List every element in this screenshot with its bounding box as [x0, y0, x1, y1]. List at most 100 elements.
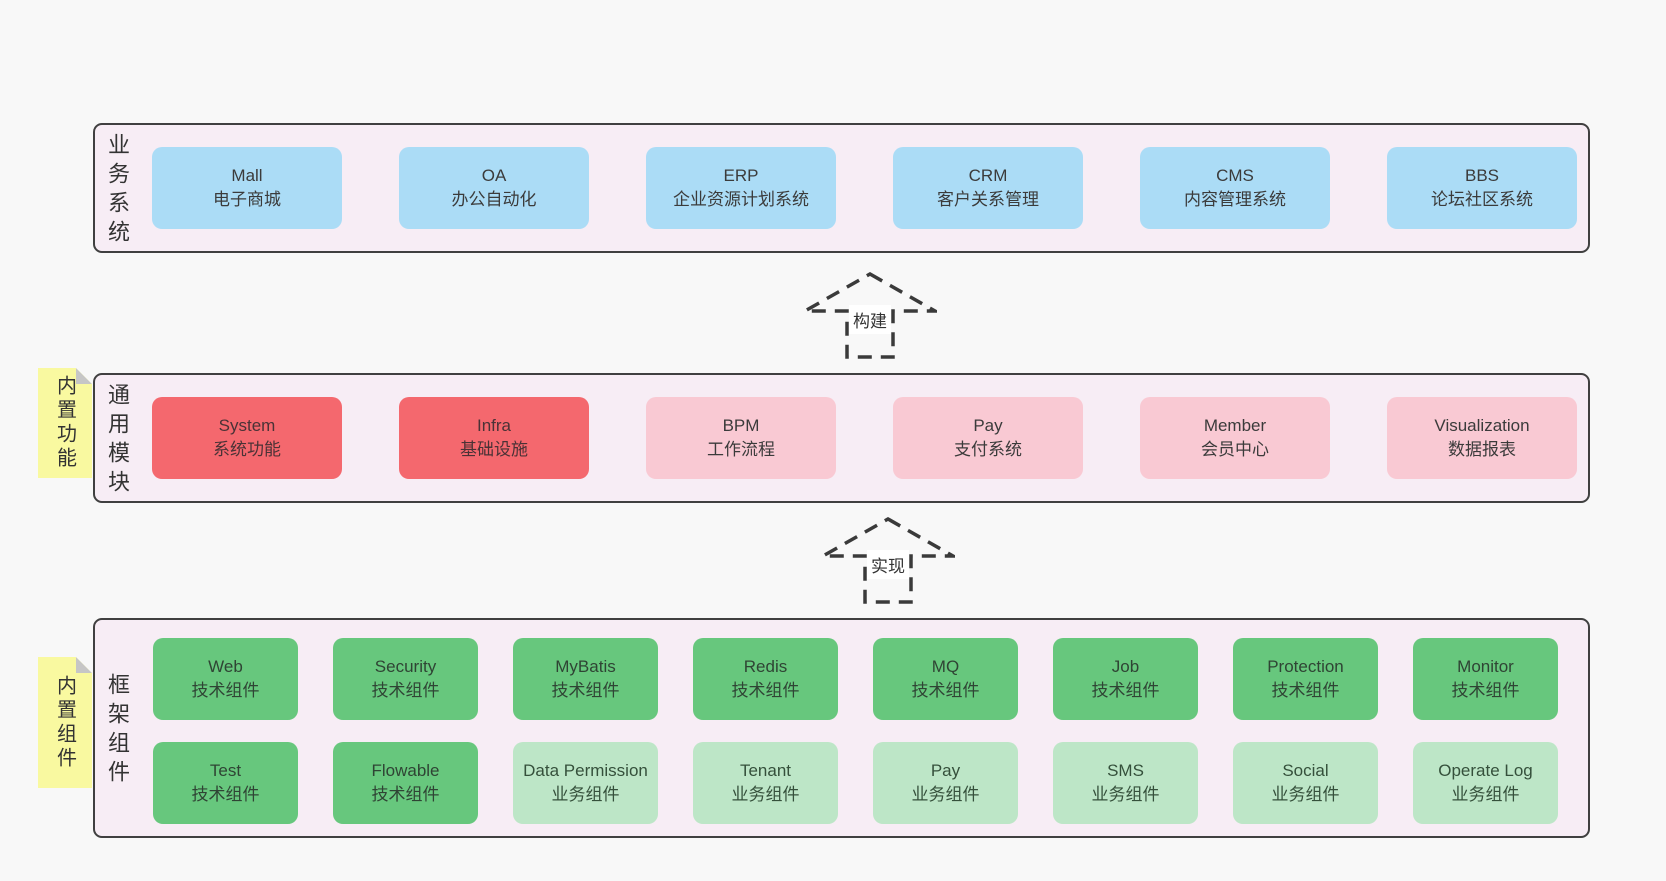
box-desc: 技术组件 — [551, 681, 620, 700]
box-operate-log: Operate Log 业务组件 — [1413, 742, 1558, 824]
box-desc: 技术组件 — [191, 681, 260, 700]
folded-corner-icon — [76, 368, 92, 384]
box-mall: Mall 电子商城 — [152, 147, 342, 229]
box-name: Social — [1282, 761, 1329, 781]
box-data-permission: Data Permission 业务组件 — [513, 742, 658, 824]
box-name: Test — [209, 761, 242, 781]
box-name: Mall — [231, 166, 263, 186]
box-job: Job 技术组件 — [1053, 638, 1198, 720]
box-name: Protection — [1267, 657, 1344, 677]
arrow-implement: 实现 — [821, 517, 955, 604]
folded-corner-icon — [76, 657, 92, 673]
box-crm: CRM 客户关系管理 — [893, 147, 1083, 229]
box-pay-biz: Pay 业务组件 — [873, 742, 1018, 824]
box-protection: Protection 技术组件 — [1233, 638, 1378, 720]
box-name: OA — [481, 166, 507, 186]
sticky-note-built-in-features: 内置功能 — [38, 368, 92, 478]
box-name: Operate Log — [1438, 761, 1533, 781]
box-sms: SMS 业务组件 — [1053, 742, 1198, 824]
layer-business-systems-label: 业务系统 — [105, 133, 130, 249]
arrow-implement-label: 实现 — [867, 550, 909, 579]
box-desc: 技术组件 — [1271, 681, 1340, 700]
box-desc: 工作流程 — [707, 440, 775, 459]
box-member: Member 会员中心 — [1140, 397, 1330, 479]
layer-common-modules — [93, 373, 1590, 503]
box-desc: 系统功能 — [213, 440, 281, 459]
box-name: BPM — [722, 416, 760, 436]
box-name: Visualization — [1434, 416, 1530, 436]
box-desc: 数据报表 — [1448, 440, 1516, 459]
box-desc: 办公自动化 — [451, 190, 537, 209]
box-name: CMS — [1216, 166, 1254, 186]
box-desc: 内容管理系统 — [1184, 190, 1286, 209]
sticky-note-text: 内置功能 — [53, 375, 76, 471]
box-desc: 支付系统 — [954, 440, 1022, 459]
box-desc: 业务组件 — [911, 785, 980, 804]
box-desc: 业务组件 — [1091, 785, 1160, 804]
box-flowable: Flowable 技术组件 — [333, 742, 478, 824]
layer-framework-components-label: 框架组件 — [105, 673, 130, 789]
box-name: Web — [208, 657, 243, 677]
box-tenant: Tenant 业务组件 — [693, 742, 838, 824]
box-desc: 业务组件 — [1451, 785, 1520, 804]
box-desc: 技术组件 — [731, 681, 800, 700]
box-name: Flowable — [371, 761, 440, 781]
box-monitor: Monitor 技术组件 — [1413, 638, 1558, 720]
box-bbs: BBS 论坛社区系统 — [1387, 147, 1577, 229]
box-oa: OA 办公自动化 — [399, 147, 589, 229]
box-name: Job — [1111, 657, 1140, 677]
box-desc: 技术组件 — [1091, 681, 1160, 700]
box-name: Data Permission — [523, 761, 648, 781]
sticky-note-text: 内置组件 — [53, 674, 76, 771]
box-name: MQ — [931, 657, 960, 677]
box-desc: 电子商城 — [213, 190, 281, 209]
box-desc: 会员中心 — [1201, 440, 1269, 459]
box-pay: Pay 支付系统 — [893, 397, 1083, 479]
sticky-note-built-in-components: 内置组件 — [38, 657, 92, 788]
box-name: Infra — [476, 416, 512, 436]
box-desc: 基础设施 — [460, 440, 528, 459]
arrow-build: 构建 — [803, 272, 937, 359]
box-name: Pay — [930, 761, 961, 781]
box-name: SMS — [1107, 761, 1144, 781]
box-name: Monitor — [1457, 657, 1514, 677]
box-mybatis: MyBatis 技术组件 — [513, 638, 658, 720]
box-erp: ERP 企业资源计划系统 — [646, 147, 836, 229]
box-visualization: Visualization 数据报表 — [1387, 397, 1577, 479]
dashed-up-arrow-icon — [803, 272, 937, 359]
box-desc: 技术组件 — [911, 681, 980, 700]
dashed-up-arrow-icon — [821, 517, 955, 604]
box-cms: CMS 内容管理系统 — [1140, 147, 1330, 229]
box-desc: 客户关系管理 — [937, 190, 1039, 209]
box-name: Member — [1203, 416, 1267, 436]
box-desc: 业务组件 — [551, 785, 620, 804]
box-security: Security 技术组件 — [333, 638, 478, 720]
box-desc: 业务组件 — [1271, 785, 1340, 804]
box-desc: 技术组件 — [371, 785, 440, 804]
box-desc: 技术组件 — [1451, 681, 1520, 700]
box-infra: Infra 基础设施 — [399, 397, 589, 479]
box-desc: 技术组件 — [191, 785, 260, 804]
box-name: Security — [374, 657, 437, 677]
box-web: Web 技术组件 — [153, 638, 298, 720]
box-desc: 论坛社区系统 — [1431, 190, 1533, 209]
box-desc: 技术组件 — [371, 681, 440, 700]
box-mq: MQ 技术组件 — [873, 638, 1018, 720]
box-bpm: BPM 工作流程 — [646, 397, 836, 479]
box-social: Social 业务组件 — [1233, 742, 1378, 824]
box-name: BBS — [1464, 166, 1500, 186]
box-redis: Redis 技术组件 — [693, 638, 838, 720]
box-name: Redis — [743, 657, 788, 677]
box-name: Tenant — [739, 761, 792, 781]
box-name: CRM — [968, 166, 1008, 186]
arrow-build-label: 构建 — [849, 305, 891, 334]
layer-business-systems — [93, 123, 1590, 253]
box-desc: 企业资源计划系统 — [673, 190, 809, 209]
box-test: Test 技术组件 — [153, 742, 298, 824]
box-desc: 业务组件 — [731, 785, 800, 804]
layer-common-modules-label: 通用模块 — [105, 383, 130, 499]
box-name: MyBatis — [555, 657, 616, 677]
box-name: System — [218, 416, 276, 436]
box-name: ERP — [723, 166, 759, 186]
